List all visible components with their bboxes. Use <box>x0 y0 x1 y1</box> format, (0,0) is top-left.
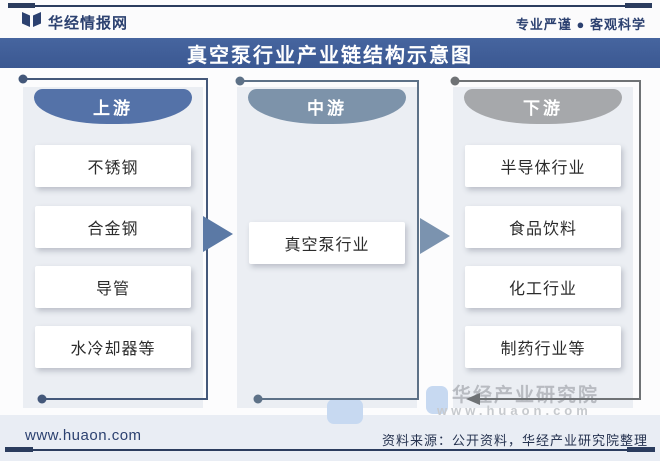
top-header-bar: 华经情报网 专业严谨 ● 客观科学 <box>0 0 660 38</box>
upstream-item: 水冷却器等 <box>35 326 191 368</box>
midstream-item: 真空泵行业 <box>249 222 405 264</box>
downstream-item: 化工行业 <box>465 266 621 308</box>
downstream-item: 制药行业等 <box>465 326 621 368</box>
watermark-url: www.huaon.com <box>437 403 592 418</box>
column-midstream-header: 中游 <box>248 89 406 124</box>
page-title: 真空泵行业产业链结构示意图 <box>187 44 473 67</box>
footer-rule <box>8 449 652 451</box>
downstream-item: 食品饮料 <box>465 206 621 248</box>
column-upstream-header: 上游 <box>34 89 192 124</box>
brand-name: 华经情报网 <box>48 14 129 32</box>
upstream-item: 导管 <box>35 266 191 308</box>
title-banner: 真空泵行业产业链结构示意图 <box>0 38 660 68</box>
top-rule <box>8 5 652 7</box>
brand-slogan: 专业严谨 ● 客观科学 <box>515 17 646 32</box>
top-rule-right-cap <box>625 3 652 8</box>
decor-blob <box>426 386 448 414</box>
upstream-item: 不锈钢 <box>35 145 191 187</box>
footer-source-note: 资料来源：公开资料，华经产业研究院整理 <box>381 433 648 448</box>
footer-bar: www.huaon.com 资料来源：公开资料，华经产业研究院整理 <box>0 415 660 461</box>
footer-rule-right-cap <box>627 447 655 452</box>
column-midstream: 中游 真空泵行业 <box>237 87 417 408</box>
brand: 华经情报网 <box>22 11 128 33</box>
downstream-item: 半导体行业 <box>465 145 621 187</box>
column-upstream: 上游 不锈钢 合金钢 导管 水冷却器等 <box>23 87 203 408</box>
column-downstream-header: 下游 <box>464 89 622 124</box>
decor-blob <box>327 399 363 424</box>
column-downstream: 下游 半导体行业 食品饮料 化工行业 制药行业等 <box>453 87 633 408</box>
upstream-item: 合金钢 <box>35 206 191 248</box>
footer-site-url: www.huaon.com <box>25 427 142 444</box>
brand-logo-icon <box>22 11 41 33</box>
